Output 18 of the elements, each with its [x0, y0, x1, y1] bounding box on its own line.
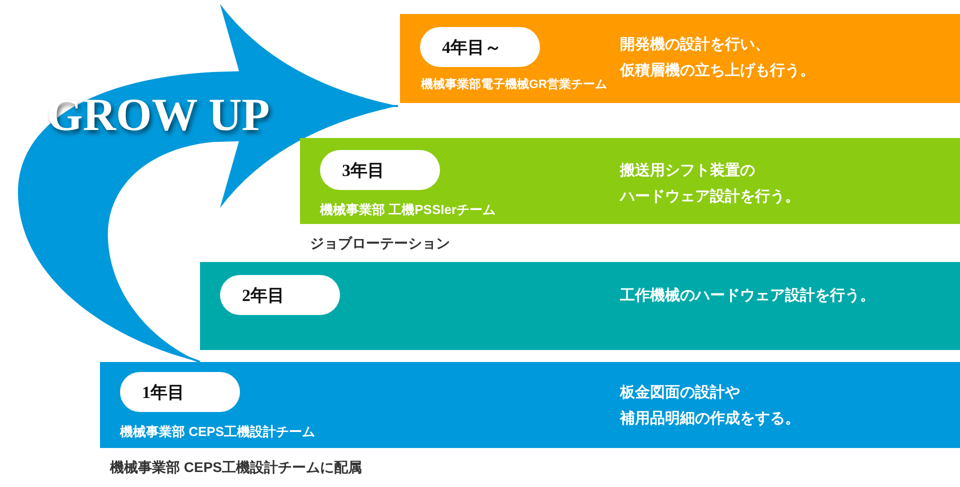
- year-tag: 3年目: [320, 150, 440, 190]
- year-tag: 2年目: [220, 275, 340, 315]
- stage-band: [400, 14, 960, 103]
- stage-caption: 機械事業部 CEPS工機設計チームに配属: [110, 459, 362, 475]
- team-name: 機械事業部 工機PSSIerチーム: [320, 202, 496, 218]
- year-tag: 4年目～: [420, 27, 540, 67]
- stage-band: [200, 262, 960, 350]
- task-description: 開発機の設計を行い、仮積層機の立ち上げも行う。: [620, 35, 816, 81]
- stage-band: [100, 362, 960, 448]
- team-name: 機械事業部 CEPS工機設計チーム: [120, 424, 316, 440]
- stage-caption: ジョブローテーション: [310, 235, 450, 251]
- edge-label: GROW UP: [47, 92, 270, 138]
- task-description: 板金図面の設計や補用品明細の作成をする。: [620, 383, 801, 429]
- team-name: 機械事業部電子機械GR営業チーム: [421, 76, 607, 92]
- year-tag: 1年目: [120, 372, 240, 412]
- stage-band: [300, 138, 960, 224]
- task-description: 工作機械のハードウェア設計を行う。: [620, 286, 876, 306]
- task-description: 搬送用シフト装置のハードウェア設計を行う。: [620, 161, 801, 207]
